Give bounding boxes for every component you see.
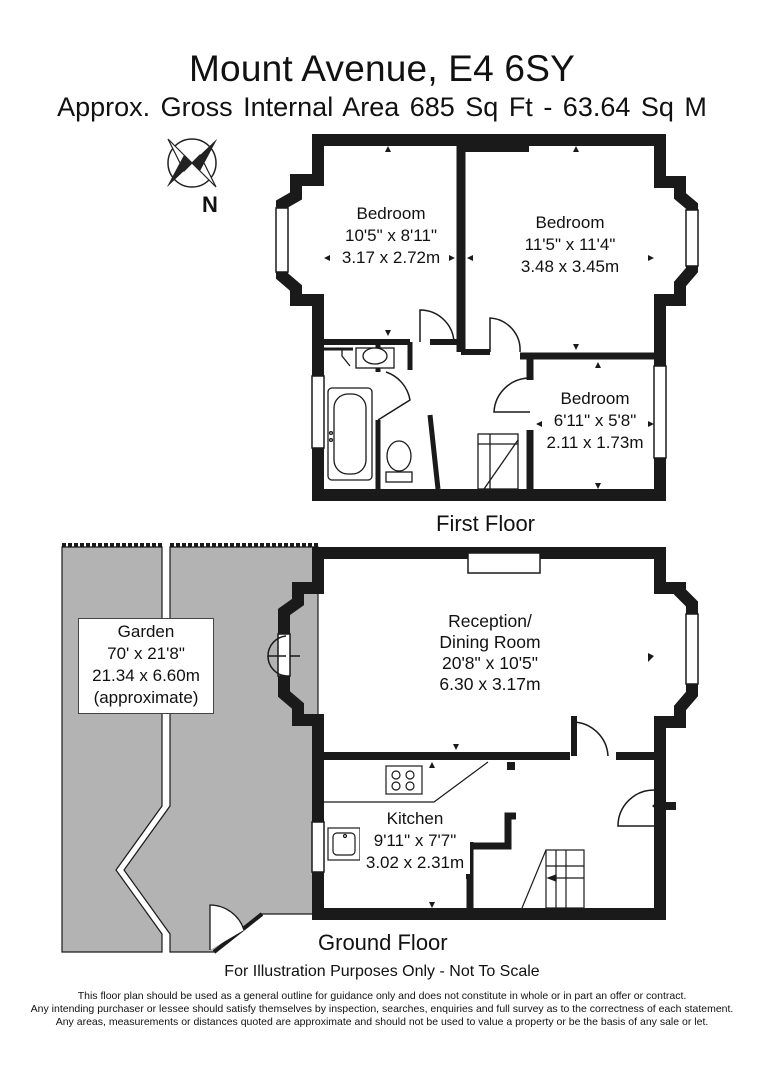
room-metric: 2.11 x 1.73m [546,433,644,452]
ground-floor-doors [267,635,655,827]
room-imperial: 6'11" x 5'8" [553,411,637,430]
room-name: Bedroom [356,204,426,223]
disclaimer-line: Any areas, measurements or distances quo… [55,1016,709,1028]
entrance-arrow-icon [652,796,676,816]
room-label-bedroom-1: Bedroom 10'5" x 8'11" 3.17 x 2.72m [322,203,460,269]
disclaimer: This floor plan should be used as a gene… [0,990,764,1029]
room-label-garden: Garden 70' x 21'8" 21.34 x 6.60m (approx… [78,621,214,709]
room-note: (approximate) [93,688,199,707]
room-name: Bedroom [535,213,605,232]
plan-title: Mount Avenue, E4 6SY [189,48,575,89]
first-floor-windows [275,207,699,459]
ground-floor-stairs [521,849,585,909]
ground-floor-dimension-marks [429,653,654,908]
first-floor-walls [276,134,698,501]
room-metric: 21.34 x 6.60m [92,666,200,685]
disclaimer-line: This floor plan should be used as a gene… [77,990,687,1002]
garden-label-box [78,618,214,714]
first-floor-label: First Floor [436,511,535,536]
garden-area [61,543,319,954]
room-imperial: 70' x 21'8" [107,644,185,663]
disclaimer-line: Any intending purchaser or lessee should… [30,1003,734,1015]
ground-floor-walls [278,547,698,920]
first-floor-doors [377,309,531,421]
room-name-line-2: Dining Room [439,632,541,652]
bathroom-fittings [327,347,413,483]
room-label-reception: Reception/ Dining Room 20'8" x 10'5" 6.3… [400,611,580,695]
illustration-notice: For Illustration Purposes Only - Not To … [224,963,540,980]
room-label-bedroom-2: Bedroom 11'5" x 11'4" 3.48 x 3.45m [500,212,640,278]
room-name: Reception/ [448,611,532,631]
compass-icon [167,138,217,188]
first-floor-stairs [477,433,519,490]
room-imperial: 10'5" x 8'11" [345,226,437,245]
room-name: Kitchen [386,809,444,828]
kitchen-fittings [324,761,489,861]
room-imperial: 11'5" x 11'4" [524,235,616,254]
room-label-kitchen: Kitchen 9'11" x 7'7" 3.02 x 2.31m [360,808,470,874]
compass-north-label: N [202,192,218,217]
plan-area-subtitle: Approx. Gross Internal Area 685 Sq Ft - … [57,92,707,122]
first-floor-dimension-marks [324,146,654,489]
room-name: Garden [117,622,175,641]
ground-floor-windows [277,552,699,873]
room-metric: 3.17 x 2.72m [341,248,441,267]
room-label-bedroom-3: Bedroom 6'11" x 5'8" 2.11 x 1.73m [538,388,652,454]
room-name: Bedroom [560,389,630,408]
room-imperial: 9'11" x 7'7" [373,831,457,850]
ground-floor-label: Ground Floor [318,930,448,955]
room-metric: 3.02 x 2.31m [365,853,465,872]
room-imperial: 20'8" x 10'5" [442,653,538,673]
room-metric: 6.30 x 3.17m [439,674,541,694]
room-metric: 3.48 x 3.45m [520,257,620,276]
